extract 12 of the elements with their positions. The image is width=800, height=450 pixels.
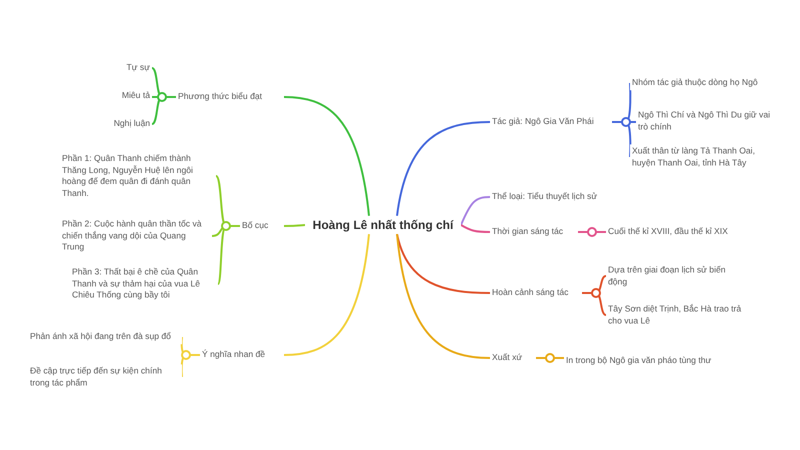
connector-line — [284, 234, 370, 356]
connector-line — [284, 96, 370, 216]
connector-line — [284, 224, 306, 227]
topic-text: Phản ánh xã hội đang trên đà sụp đổ — [28, 330, 182, 344]
connector-line — [396, 234, 490, 294]
connector-line — [460, 196, 490, 226]
connector-line — [396, 234, 490, 359]
connector-line — [460, 224, 490, 233]
connector-line — [396, 121, 490, 216]
topic-text: Đề cập trực tiếp đến sự kiện chính trong tác phẩm — [28, 364, 182, 390]
connector-line — [578, 231, 606, 233]
connector-line — [536, 357, 564, 359]
